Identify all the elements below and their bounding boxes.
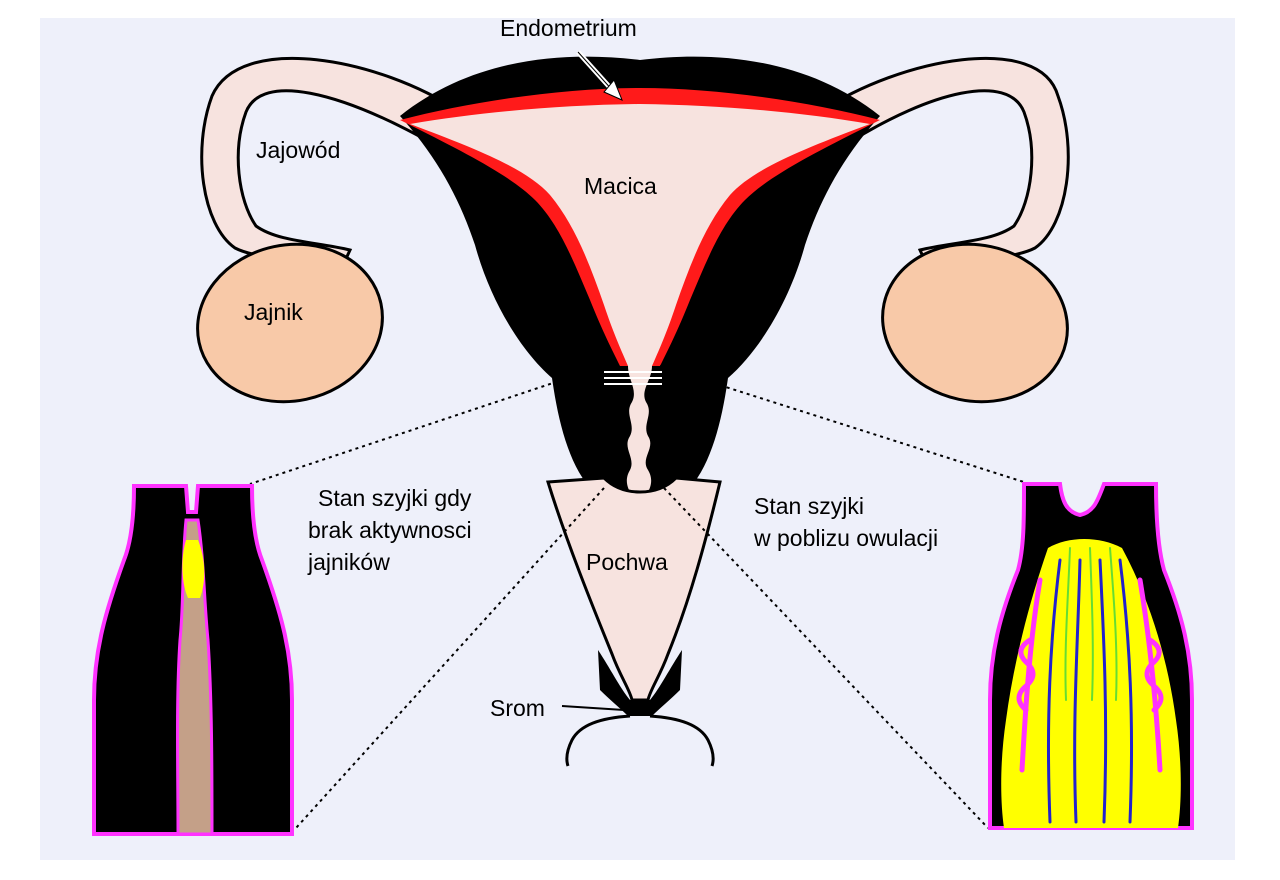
fallopian-tube-label: Jajowód <box>256 137 341 163</box>
vagina <box>546 476 722 702</box>
cervix-inactive-caption-line1: Stan szyjki gdy <box>318 485 472 511</box>
cervix-marks <box>604 371 662 385</box>
vulva <box>565 714 715 767</box>
ovulation-crypts <box>1016 547 1164 824</box>
right-ovary <box>881 242 1069 404</box>
cervical-canal <box>626 366 652 492</box>
vulva-label: Srom <box>490 695 545 721</box>
inactive-mucus-plug <box>182 540 205 598</box>
inactive-cervix-canal <box>176 518 214 836</box>
uterus-label: Macica <box>584 173 657 199</box>
vagina-label: Pochwa <box>586 549 668 575</box>
ovulation-mucus-field <box>1001 539 1181 828</box>
endometrium-label: Endometrium <box>500 15 637 41</box>
vulva-pointer <box>561 705 625 711</box>
cervix-ovulation-caption-line2: w poblizu owulacji <box>754 525 939 551</box>
cervix-inactive-inset <box>92 484 294 836</box>
cervix-ovulation-inset <box>988 482 1194 830</box>
endometrium-arrow <box>576 50 623 101</box>
vaginal-walls-lower <box>598 650 682 716</box>
cervix-ovulation-caption-line1: Stan szyjki <box>754 493 864 519</box>
magnification-lines <box>249 365 1031 829</box>
uterine-cavity <box>410 104 870 366</box>
ovary-label: Jajnik <box>244 299 303 325</box>
cervix-inactive-caption-line2: brak aktywnosci <box>308 517 472 543</box>
left-ovary <box>196 242 384 404</box>
cervix-inactive-caption-line3: jajników <box>308 549 390 575</box>
